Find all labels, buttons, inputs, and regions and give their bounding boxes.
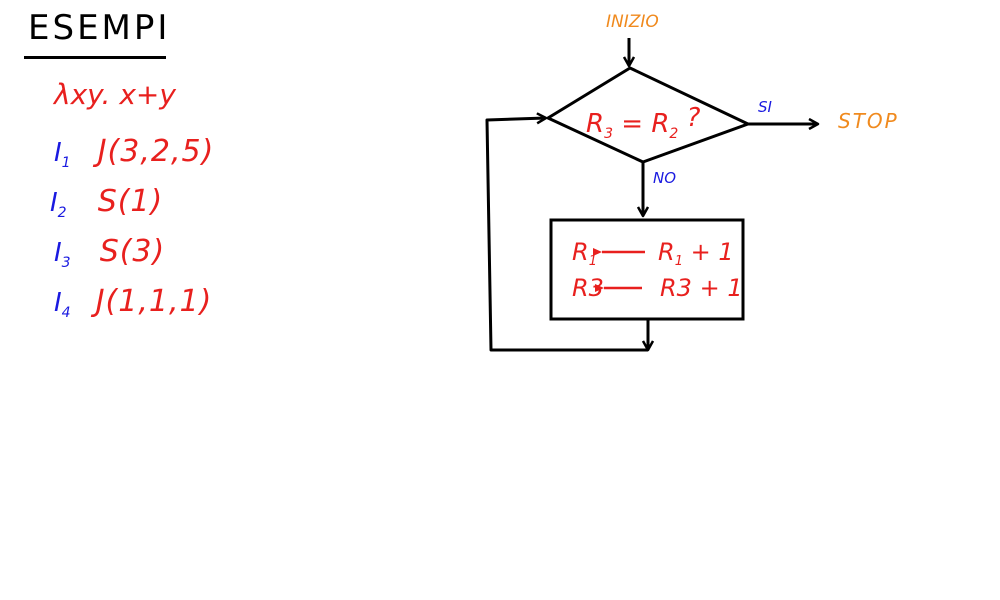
increment-r3-rhs: R3 + 1 [660, 274, 743, 302]
start-label: INIZIO [606, 12, 659, 32]
process-box [549, 218, 745, 321]
instruction-label: I3 [54, 238, 71, 272]
instruction-row-2: I2 S(1) [50, 184, 163, 221]
increment-r3-lhs: R3 [572, 274, 604, 302]
instruction-label: I4 [54, 288, 71, 322]
increment-r1-lhs: R1 [572, 238, 597, 269]
instruction-row-4: I4 J(1,1,1) [54, 284, 212, 321]
instruction-op: J(3,2,5) [97, 134, 215, 169]
title-underline [24, 56, 166, 59]
yes-label: SI [758, 98, 773, 116]
loop-back-arrow [485, 118, 648, 352]
instruction-row-3: I3 S(3) [54, 234, 165, 271]
instruction-row-1: I1 J(3,2,5) [54, 134, 214, 171]
instruction-op: S(1) [97, 184, 164, 219]
lambda-expression: λxy. x+y [54, 78, 176, 111]
stop-label: STOP [838, 109, 899, 133]
page-title: ESEMPI [28, 8, 171, 48]
instruction-op: J(1,1,1) [95, 284, 213, 319]
instruction-label: I1 [54, 138, 71, 172]
decision-text: R3 = R2 ? [586, 103, 701, 142]
no-label: NO [653, 169, 676, 187]
increment-r1-rhs: R1 + 1 [658, 238, 734, 269]
instruction-label: I2 [50, 188, 67, 222]
instruction-op: S(3) [99, 234, 166, 269]
